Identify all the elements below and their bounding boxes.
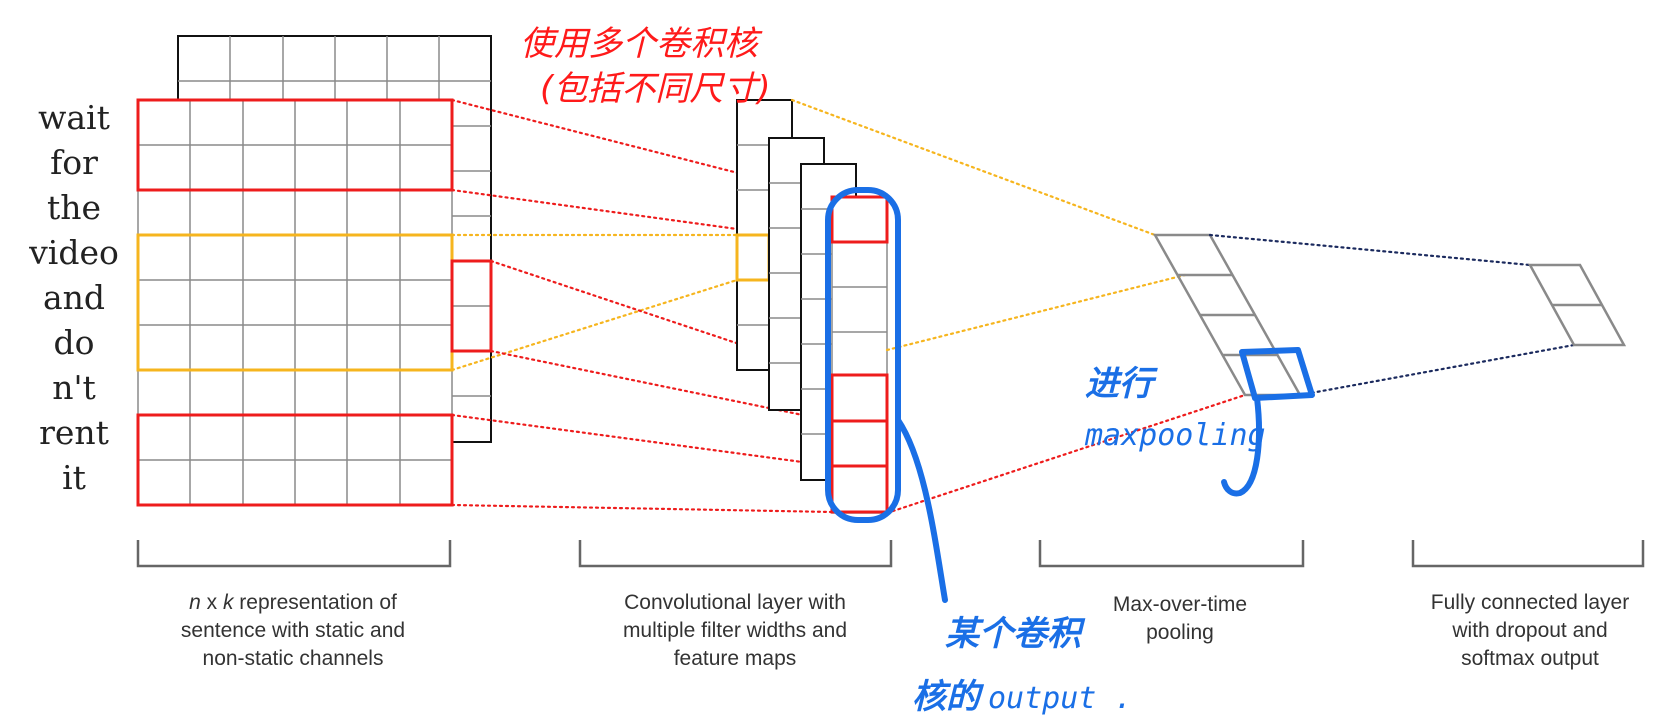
word-2: for	[50, 143, 98, 182]
blue-box-pooled-value	[1239, 347, 1315, 401]
caption-input-line1-rest: representation of	[233, 591, 397, 614]
filter-window-red-top	[136, 98, 454, 192]
caption-conv: Convolutional layer with multiple filter…	[623, 591, 847, 670]
word-3: the	[47, 188, 101, 227]
word-1: wait	[38, 98, 110, 137]
word-8: rent	[39, 413, 109, 452]
conv-feature-maps	[735, 99, 889, 514]
bracket-conv	[578, 540, 893, 568]
annotation-output-line2-en: output .	[988, 681, 1133, 716]
blue-arrow-feature-map-output	[895, 417, 948, 603]
blue-hook-maxpooling	[1221, 395, 1262, 497]
caption-input-line3: non-static channels	[203, 647, 384, 670]
word-7: n't	[52, 368, 96, 407]
caption-fc-line2: with dropout and	[1451, 619, 1607, 642]
bracket-input	[136, 540, 452, 568]
word-5: and	[43, 278, 105, 317]
pooling-to-fc-connections	[1208, 233, 1576, 397]
input-matrix-front-channel	[136, 98, 493, 507]
annotation-blue-marks	[825, 187, 1315, 603]
bracket-pool	[1038, 540, 1305, 568]
feature-map-4-red-cell-1	[830, 195, 889, 244]
section-brackets	[136, 540, 1645, 568]
annotation-pool-line2: maxpooling	[1084, 418, 1266, 453]
caption-fc-line1: Fully connected layer	[1431, 591, 1629, 614]
caption-input: n x k representation of sentence with st…	[181, 591, 405, 670]
feature-map-4	[830, 195, 889, 514]
caption-input-x: x	[201, 591, 223, 614]
annotation-red-line2: (包括不同尺寸)	[540, 69, 771, 109]
caption-pool-line1: Max-over-time	[1113, 593, 1247, 616]
fully-connected-output	[1527, 263, 1627, 347]
sentence-words: wait for the video and do n't rent it	[28, 98, 119, 497]
caption-input-n: n	[189, 591, 201, 614]
feature-map-4-red-cell-4	[830, 464, 889, 514]
annotation-output-line2-cn: 核的	[912, 677, 985, 717]
annotation-output-line1: 某个卷积	[945, 614, 1086, 654]
annotation-pool-line1: 进行	[1085, 364, 1158, 404]
caption-input-line2: sentence with static and	[181, 619, 405, 642]
bracket-fc	[1411, 540, 1645, 568]
caption-pool-line2: pooling	[1146, 621, 1214, 644]
word-9: it	[62, 458, 86, 497]
caption-fc: Fully connected layer with dropout and s…	[1431, 591, 1629, 670]
annotation-red-line1: 使用多个卷积核	[520, 24, 763, 64]
filter-window-red-bottom	[136, 413, 454, 507]
word-4: video	[28, 233, 119, 272]
blue-circle-feature-map-output	[825, 187, 901, 523]
annotation-red: 使用多个卷积核 (包括不同尺寸)	[520, 24, 771, 109]
caption-input-k: k	[223, 591, 235, 614]
caption-conv-line1: Convolutional layer with	[624, 591, 846, 614]
caption-fc-line3: softmax output	[1461, 647, 1599, 670]
caption-conv-line2: multiple filter widths and	[623, 619, 847, 642]
caption-conv-line3: feature maps	[674, 647, 797, 670]
pooling-vector	[1152, 233, 1303, 397]
conv-to-pooling-connections	[790, 98, 1247, 515]
word-6: do	[54, 323, 95, 362]
filter-window-red-back	[450, 259, 493, 353]
caption-pool: Max-over-time pooling	[1113, 593, 1247, 644]
svg-text:n x k representation of: n x k representation of	[189, 591, 397, 614]
